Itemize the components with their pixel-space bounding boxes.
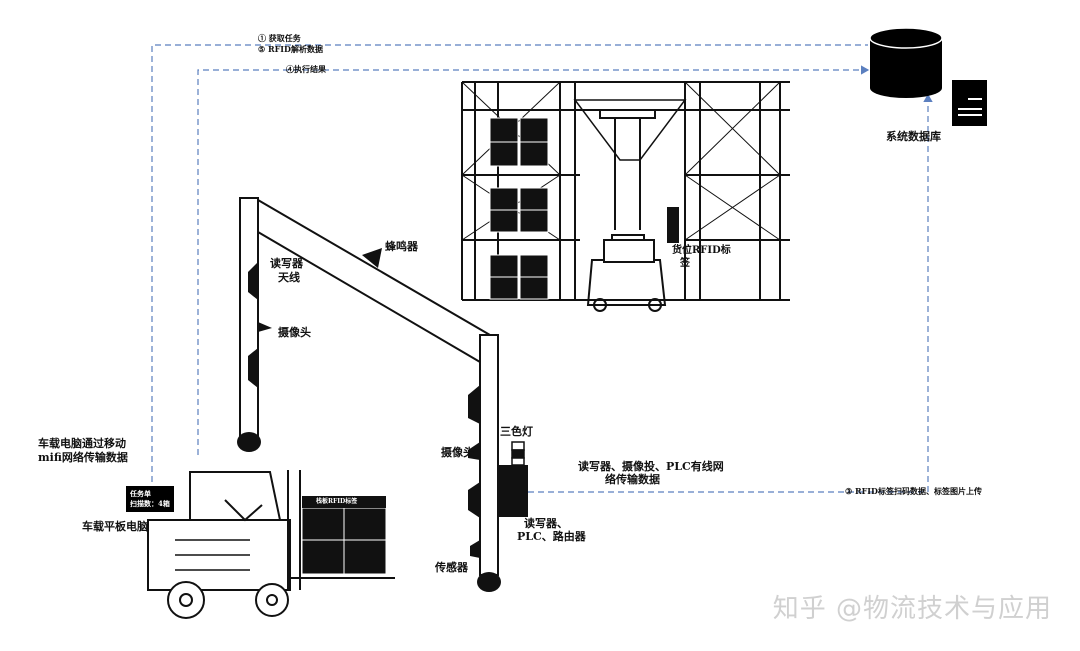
cabinet-label-1: 读写器、 <box>524 517 568 531</box>
camera-label-left: 摄像头 <box>278 326 311 340</box>
camera-label-right: 摄像头 <box>441 446 474 460</box>
flow-label-upload: ③ RFID标签扫码数据、标签图片上传 <box>845 486 982 496</box>
cargo-rfid-tag-label: 栈板RFID标签 <box>316 498 357 506</box>
tablet-screen-line-1: 任务单 <box>130 489 151 498</box>
rack-rfid-tag-icon <box>667 207 679 243</box>
cargo-boxes <box>302 508 386 574</box>
buzzer-label: 蜂鸣器 <box>385 240 418 254</box>
flow-label-get-task: ① 获取任务 <box>258 33 301 43</box>
server-icon <box>952 80 987 126</box>
rack-rfid-tag-label-1: 货位RFID标 <box>672 244 731 258</box>
flow-line-upload <box>528 95 928 492</box>
flow-label-result: ④执行结果 <box>286 64 326 74</box>
rack-boxes <box>490 118 548 299</box>
database-label: 系统数据库 <box>886 130 941 144</box>
forklift-comm-label-2: mifi网络传输数据 <box>38 451 128 465</box>
sensor-label: 传感器 <box>435 561 468 575</box>
wired-network-label-2: 络传输数据 <box>605 473 660 487</box>
gate-reader-label-1: 读写器 <box>270 257 303 271</box>
forklift-comm-label-1: 车载电脑通过移动 <box>38 437 126 451</box>
wired-network-label-1: 读写器、摄像投、PLC有线网 <box>578 460 724 474</box>
rack-rfid-tag-label-2: 签 <box>680 257 690 271</box>
tricolor-light-icon <box>512 442 524 465</box>
tablet-screen-line-2: 扫描数：4箱 <box>130 499 170 508</box>
tricolor-light-label: 三色灯 <box>500 425 533 439</box>
database-icon <box>870 28 942 98</box>
flow-label-rfid-parse: ⑤ RFID解析数据 <box>258 44 323 54</box>
gate-reader-label-2: 天线 <box>278 271 300 285</box>
cabinet-label-2: PLC、路由器 <box>517 530 586 544</box>
tablet-label: 车载平板电脑 <box>82 520 148 534</box>
watermark: 知乎 @物流技术与应用 <box>773 588 1052 625</box>
